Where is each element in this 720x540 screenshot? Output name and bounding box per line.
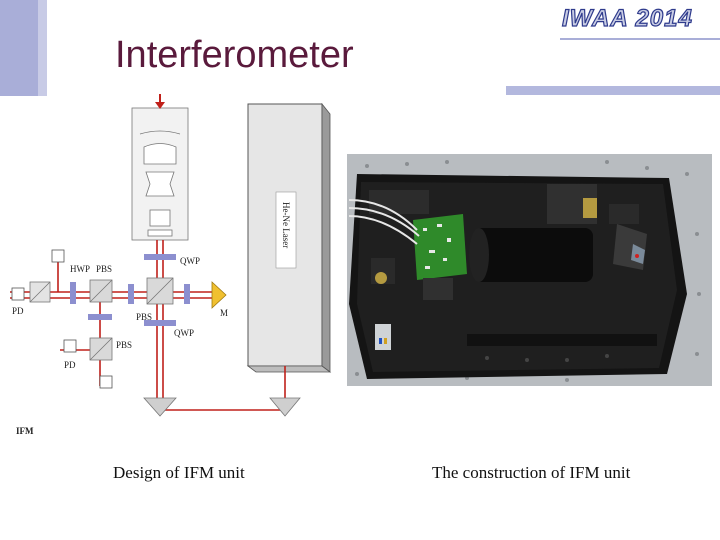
conference-logo: IWAA 2014: [561, 4, 693, 32]
sidebar-decoration: [0, 0, 47, 96]
slide-title: Interferometer: [115, 34, 354, 76]
laser-housing: He-Ne Laser: [246, 102, 332, 373]
header-rule-top: [560, 38, 720, 40]
label-ifm: IFM: [16, 426, 34, 436]
label-qwp-top: QWP: [180, 256, 200, 266]
sidebar-bar: [0, 0, 38, 96]
beam-splitters: [29, 277, 174, 361]
sidebar-bar-edge: [38, 0, 47, 96]
caption-construction: The construction of IFM unit: [432, 463, 631, 482]
label-pd-lower: PD: [64, 360, 76, 370]
ifm-design-diagram: He-Ne Laser: [10, 94, 332, 436]
lens-tube: [131, 107, 189, 241]
label-pbs-top: PBS: [96, 264, 112, 274]
pbs-cube-left: [89, 279, 113, 303]
label-pbs-lower: PBS: [116, 340, 132, 350]
laser-label: He-Ne Laser: [281, 202, 291, 248]
retroreflector: [211, 281, 227, 309]
caption-design: Design of IFM unit: [113, 463, 245, 482]
photodiodes: [11, 249, 113, 389]
label-pd-left: PD: [12, 306, 24, 316]
waveplates: [70, 254, 190, 326]
label-mirror: M: [220, 308, 228, 318]
label-hwp: HWP: [70, 264, 90, 274]
pbs-cube-lower: [89, 337, 113, 361]
label-pbs-center: PBS: [136, 312, 152, 322]
header-rule-bottom: [506, 86, 720, 95]
pbs-cube-center: [146, 277, 174, 305]
bottom-prisms: [143, 397, 301, 417]
input-arrow: [155, 94, 165, 109]
ifm-construction-photo: [347, 154, 712, 386]
mirror-cube-left: [29, 281, 51, 303]
label-qwp-center: QWP: [174, 328, 194, 338]
